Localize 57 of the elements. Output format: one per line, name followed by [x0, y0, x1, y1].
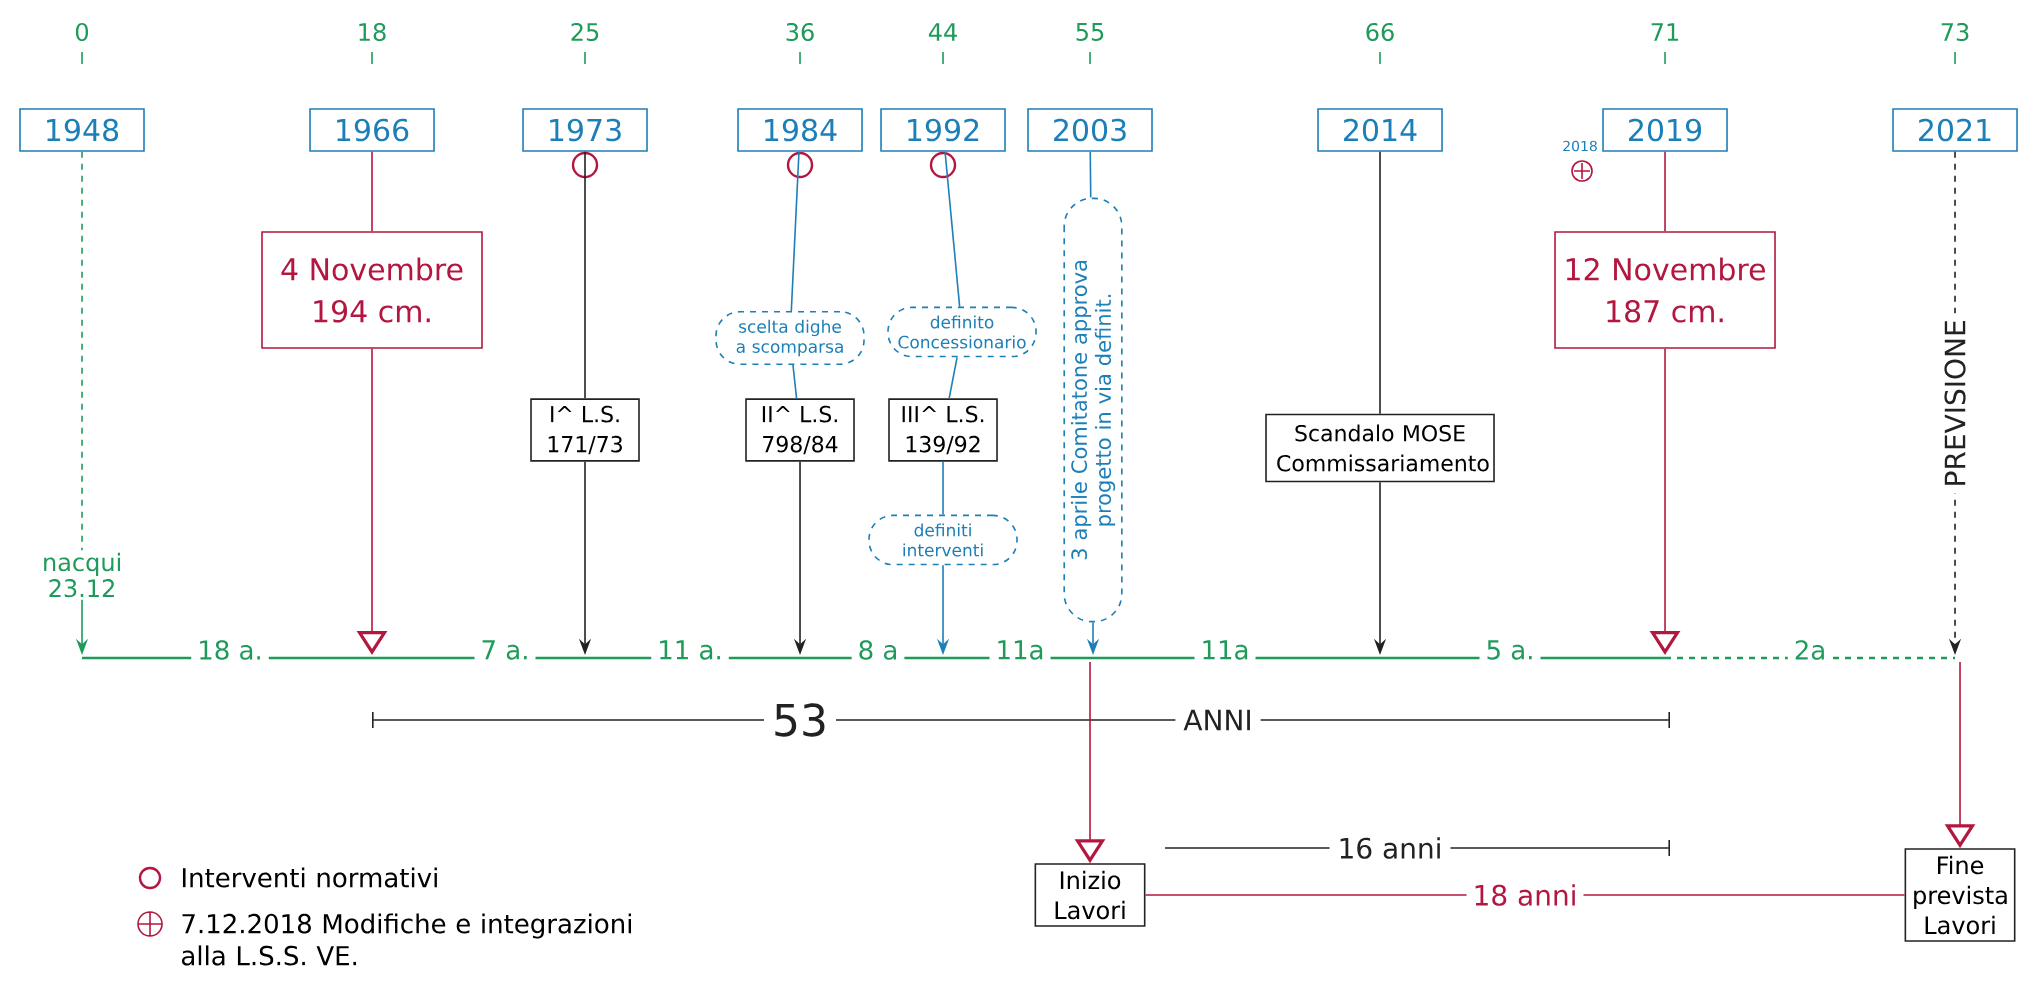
legend-text: Interventi normativi	[182, 867, 437, 888]
work-box: Inizio Lavori	[1034, 863, 1146, 927]
year-box: 1948	[19, 108, 145, 152]
legend-text: 7.12.2018 Modifiche e integrazioni alla L.S.S. VE.	[182, 913, 631, 966]
age-label: 18	[359, 22, 386, 65]
interval-label: 11a	[989, 634, 1051, 666]
work-box: Fine prevista Lavori	[1904, 848, 2016, 942]
interval-label: 8 a	[851, 634, 905, 666]
interval-label: 11a	[1194, 634, 1256, 666]
connector	[1664, 151, 1666, 232]
age-label: 25	[571, 22, 599, 65]
age-label: 66	[1366, 22, 1394, 65]
year-box: 2014	[1317, 108, 1443, 152]
dimension-label: ANNI	[1175, 701, 1261, 739]
connector	[792, 364, 798, 400]
event-box: 4 Novembre 194 cm.	[261, 231, 483, 349]
event-box: Scandalo MOSE Commissariamento	[1265, 413, 1495, 483]
connector	[81, 151, 83, 552]
interval-label: 7 a.	[474, 634, 536, 666]
age-label: 44	[928, 23, 957, 65]
year-box: 2019	[1602, 108, 1728, 152]
interval-label: 18 a.	[191, 634, 269, 666]
year-box: 2003	[1027, 108, 1153, 152]
law-box: III^ L.S. 139/92	[888, 398, 998, 462]
note-bubble: definito Concessionario	[887, 306, 1037, 358]
connector	[1379, 151, 1381, 415]
year-box: 2021	[1892, 108, 2018, 152]
year-box: 1992	[880, 108, 1006, 152]
connector	[942, 460, 944, 516]
age-label: 55	[1076, 23, 1104, 65]
note-bubble: scelta dighe a scomparsa	[715, 310, 865, 366]
connector	[371, 151, 373, 232]
event-box: 12 Novembre 187 cm.	[1554, 231, 1776, 349]
note-bubble: definiti interventi	[868, 514, 1018, 566]
birth-label: nacqui 23.12	[44, 552, 120, 598]
edge-label: PREVISIONE	[1938, 313, 1972, 494]
year-box: 1984	[737, 108, 863, 152]
dimension-label: 53	[764, 695, 836, 745]
interval-label: 5 a.	[1479, 634, 1541, 666]
connector	[1089, 151, 1092, 199]
connector	[948, 356, 958, 400]
law-box: I^ L.S. 171/73	[530, 398, 640, 462]
note-bubble: 3 aprile Comitatone approva progetto in via definit.	[1063, 197, 1123, 623]
interval-label: 2a	[1787, 634, 1833, 666]
edge-label: 18 anni	[1466, 878, 1584, 912]
connector	[584, 151, 586, 400]
year-box: 1973	[522, 108, 648, 152]
connector	[944, 151, 961, 308]
interval-label: 11 a.	[651, 634, 729, 666]
age-label: 71	[1651, 23, 1679, 65]
year-box: 1966	[309, 108, 435, 152]
dimension-label: 16 anni	[1329, 829, 1451, 867]
age-label: 0	[75, 22, 89, 65]
connector	[790, 151, 800, 312]
age-label: 73	[1941, 22, 1969, 65]
law-box: II^ L.S. 798/84	[745, 398, 855, 462]
age-label: 36	[786, 22, 814, 65]
